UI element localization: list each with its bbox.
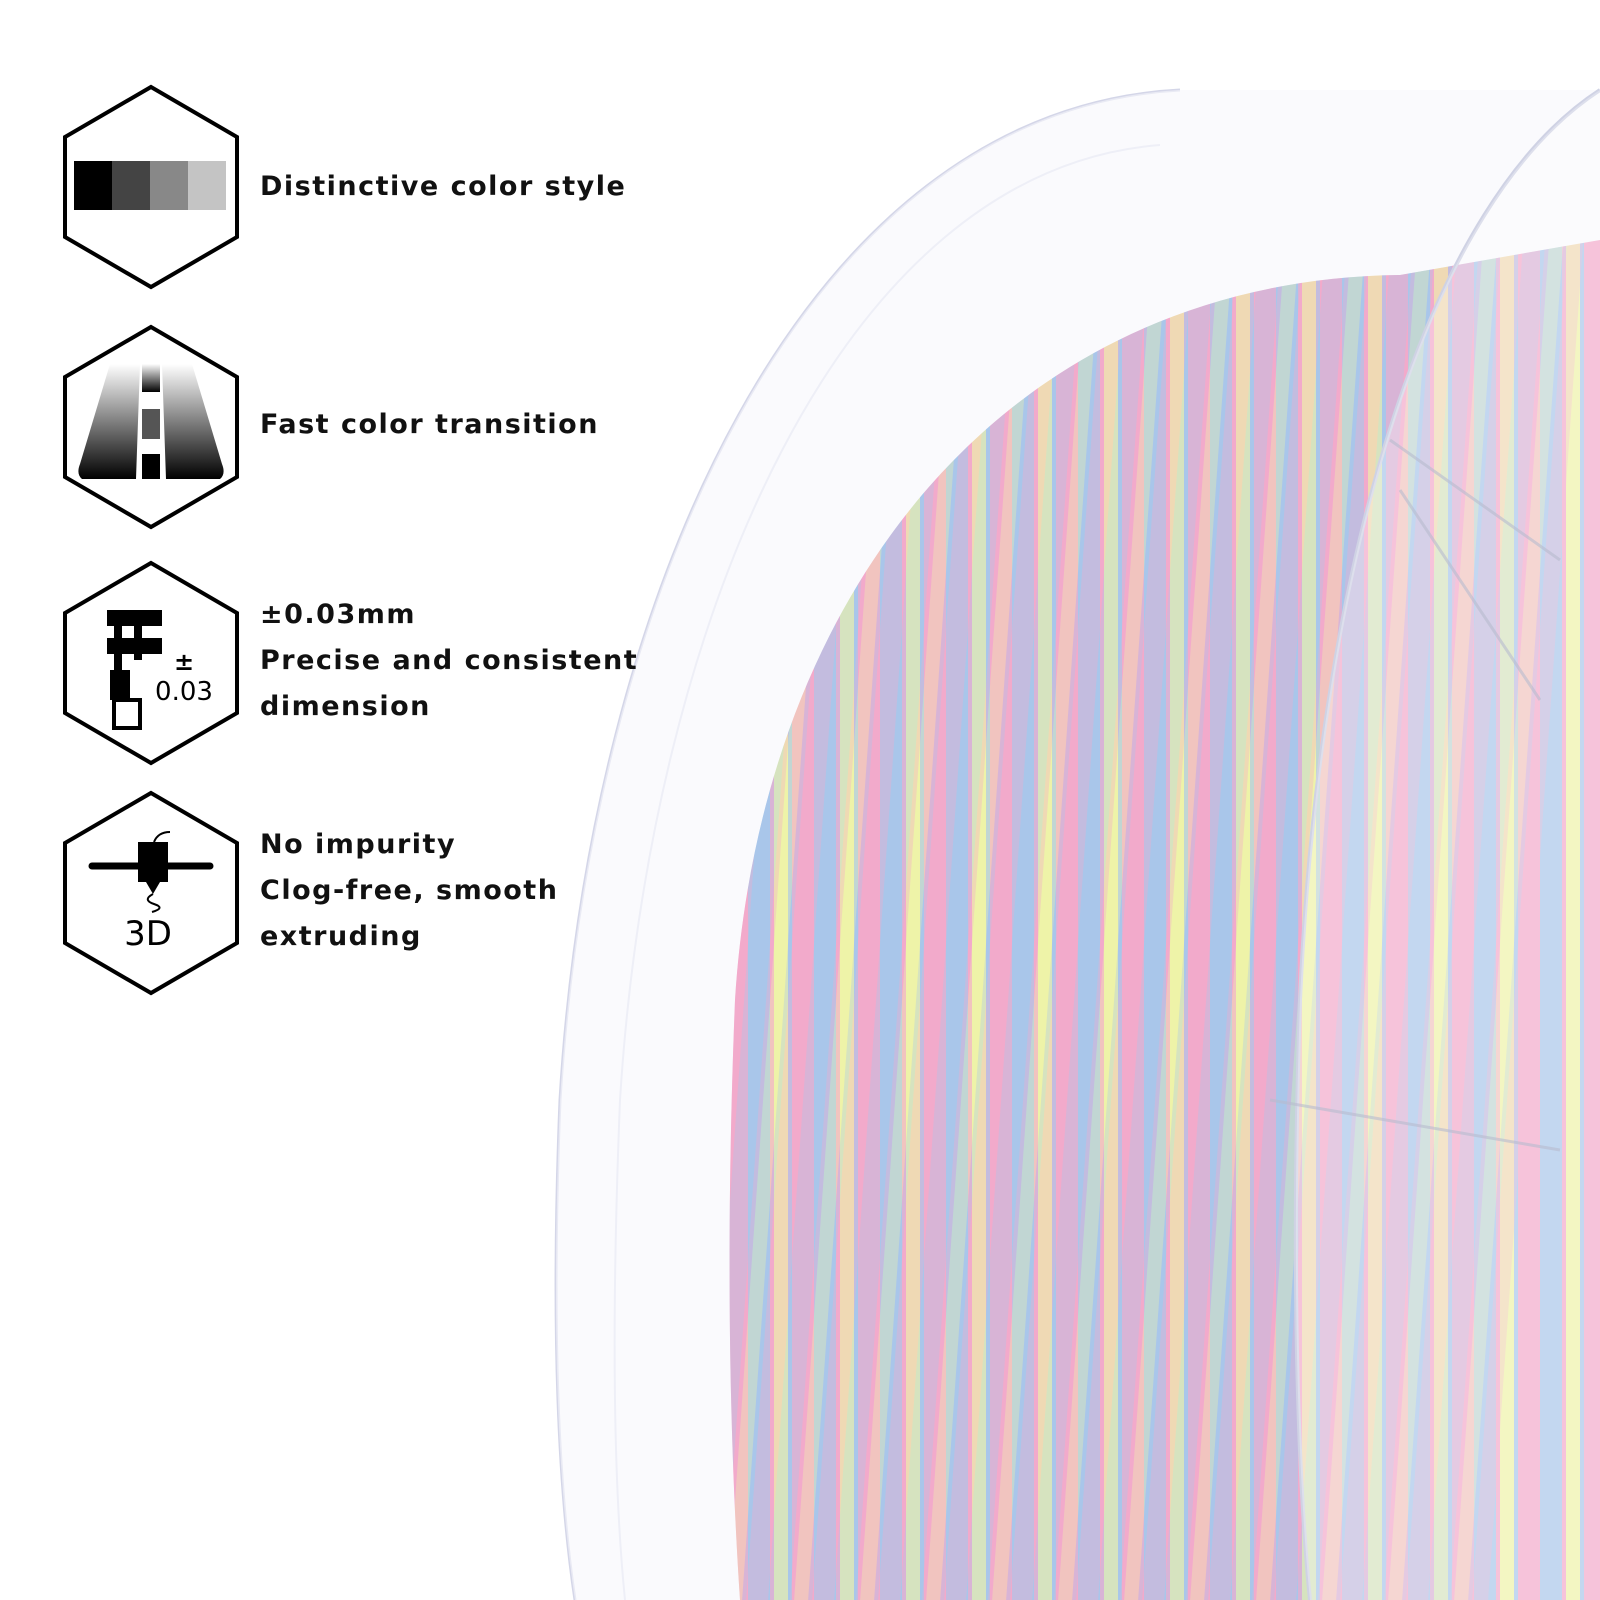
text-line: Precise and consistent: [260, 645, 639, 676]
text-line: Fast color transition: [260, 409, 599, 440]
feature-color-transition: Fast color transition: [62, 324, 682, 530]
text-line: No impurity: [260, 829, 457, 860]
caliper-icon: ± 0.03: [63, 560, 239, 766]
feature-color-style: Distinctive color style: [62, 84, 682, 290]
text-line: ±: [174, 648, 194, 676]
text-line: dimension: [260, 691, 431, 722]
text-line: Clog-free, smooth: [260, 875, 559, 906]
text-line: extruding: [260, 921, 422, 952]
feature-text: Fast color transition: [260, 402, 599, 448]
text-line: Distinctive color style: [260, 171, 627, 202]
road-gradient-icon: [63, 324, 239, 530]
text-line: ±0.03mm: [260, 599, 417, 630]
grayscale-swatch-icon: [63, 84, 239, 290]
feature-text: Distinctive color style: [260, 164, 626, 210]
3d-printer-nozzle-icon: 3D: [63, 790, 239, 996]
text-line: 3D: [124, 914, 172, 954]
text-line: 0.03: [155, 677, 213, 707]
